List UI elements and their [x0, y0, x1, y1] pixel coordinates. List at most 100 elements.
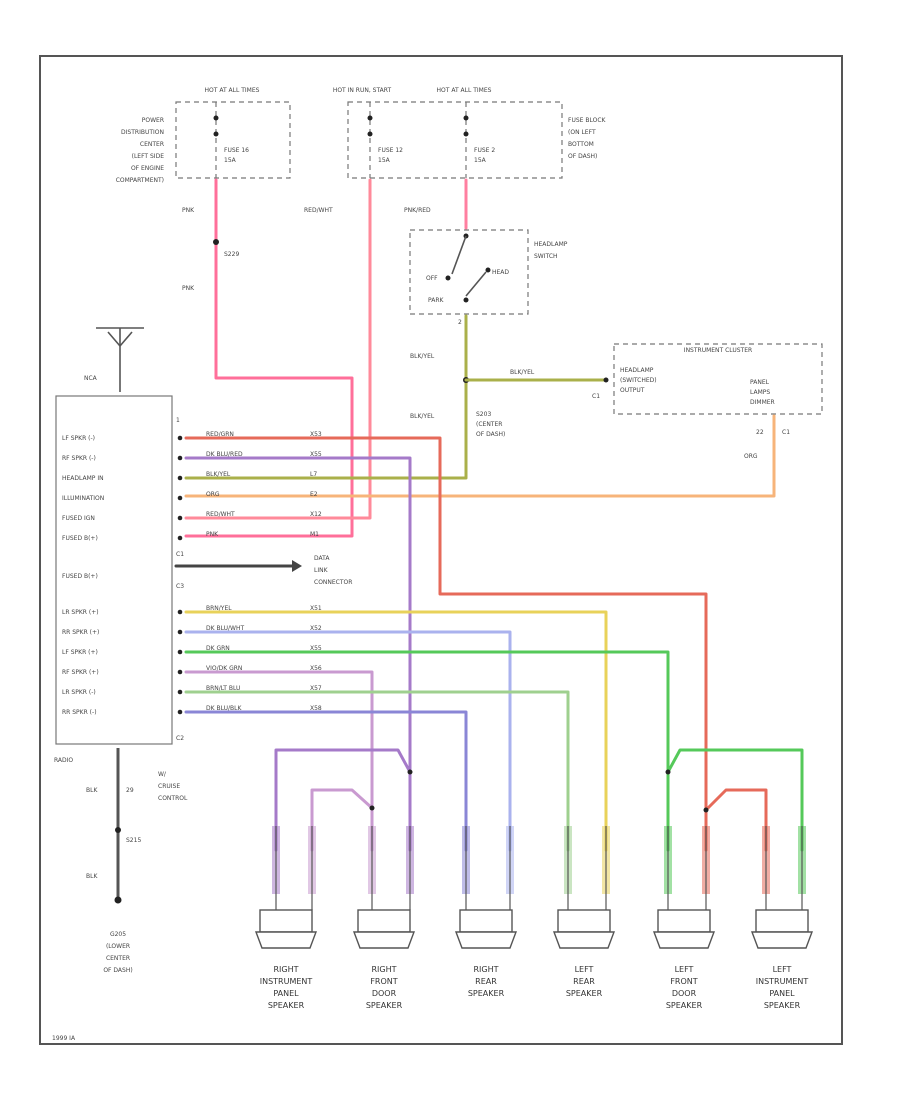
- fuse-2-amp: 15A: [474, 157, 487, 164]
- wire-brn-yel-lr-pos: [184, 610, 608, 852]
- fuse-16-label: FUSE 16: [224, 147, 249, 154]
- label-blk-1: BLK: [86, 787, 98, 794]
- speaker-body: [557, 909, 611, 933]
- wire-rip-branch: [274, 748, 412, 852]
- splice-lf-pos: [665, 769, 671, 775]
- radio-pin-label: FUSED IGN: [62, 515, 95, 522]
- svg-text:CONNECTOR: CONNECTOR: [314, 579, 352, 586]
- svg-text:CONTROL: CONTROL: [158, 795, 188, 802]
- svg-text:S203: S203: [476, 411, 491, 418]
- radio-pin-wire-color: DK GRN: [206, 645, 230, 652]
- radio-pin-circuit: X56: [310, 665, 322, 672]
- radio-pin-wire-color: RED/WHT: [206, 511, 235, 518]
- speaker-name-line: RIGHT: [371, 965, 396, 974]
- radio-pin-label: LF SPKR (-): [62, 435, 95, 442]
- svg-text:(CENTER: (CENTER: [476, 421, 502, 428]
- fuse-12-amp: 15A: [378, 157, 391, 164]
- radio-pin-label: LF SPKR (+): [62, 649, 98, 656]
- svg-text:FUSE BLOCK: FUSE BLOCK: [568, 117, 607, 124]
- radio-pin-1: 1: [176, 417, 180, 424]
- cluster-title: INSTRUMENT CLUSTER: [684, 347, 752, 354]
- speaker-name-line: SPEAKER: [468, 989, 505, 998]
- label-blk-yel-1: BLK/YEL: [410, 353, 435, 360]
- hot-all-times-label-1: HOT AT ALL TIMES: [205, 87, 260, 94]
- radio-pin-row: ILLUMINATION ORG E2: [62, 491, 318, 502]
- radio-pin-terminal: [177, 495, 183, 501]
- svg-text:(SWITCHED): (SWITCHED): [620, 377, 657, 384]
- speaker-cone: [552, 931, 616, 949]
- antenna: NCA: [84, 327, 144, 392]
- speaker-name-line: SPEAKER: [566, 989, 603, 998]
- radio-pin-label: LR SPKR (-): [62, 689, 96, 696]
- svg-text:BOTTOM: BOTTOM: [568, 141, 594, 148]
- radio-pin-row: LF SPKR (+) DK GRN X55: [62, 645, 322, 656]
- speaker-body: [657, 909, 711, 933]
- speaker-name-line: REAR: [573, 977, 595, 986]
- radio-pin-circuit: X53: [310, 431, 322, 438]
- speaker-name-line: REAR: [475, 977, 497, 986]
- ground-circuit: BLK 29 W/ CRUISE CONTROL S215 BLK G205 (…: [86, 748, 188, 974]
- radio-pin-circuit: X51: [310, 605, 322, 612]
- radio-pin-label: RF SPKR (+): [62, 669, 99, 676]
- splice-s229: [213, 239, 219, 245]
- label-org: ORG: [744, 453, 758, 460]
- splice-rf-neg: [407, 769, 413, 775]
- speaker-name-line: FRONT: [670, 977, 697, 986]
- svg-text:(ON LEFT: (ON LEFT: [568, 129, 596, 136]
- fuse-2-label: FUSE 2: [474, 147, 495, 154]
- hot-in-run-label: HOT IN RUN, START: [333, 87, 392, 94]
- radio-pin-circuit: X55: [310, 645, 322, 652]
- label-blk-2: BLK: [86, 873, 98, 880]
- radio-pin-circuit: M1: [310, 531, 319, 538]
- headlamp-switch: HEADLAMP SWITCH OFF HEAD PARK 2: [409, 229, 568, 326]
- speaker-body: [357, 909, 411, 933]
- wire-blk-yel-headlamp: [184, 314, 468, 480]
- fuse-block: HOT IN RUN, START HOT AT ALL TIMES FUSE …: [333, 87, 607, 179]
- wire-dk-blu-red-rf-neg: [184, 456, 412, 852]
- radio-pin-label: ILLUMINATION: [62, 495, 104, 502]
- radio-pin-terminal: [177, 669, 183, 675]
- label-s215: S215: [126, 837, 141, 844]
- radio-pin-terminal: [177, 535, 183, 541]
- speaker-name-line: SPEAKER: [666, 1001, 703, 1010]
- speaker-cone: [352, 931, 416, 949]
- svg-text:DISTRIBUTION: DISTRIBUTION: [121, 129, 164, 136]
- svg-text:CENTER: CENTER: [106, 955, 130, 962]
- svg-text:HEADLAMP: HEADLAMP: [620, 367, 654, 374]
- cluster-c1-a: C1: [592, 393, 600, 400]
- radio-pin-row: FUSED IGN RED/WHT X12: [62, 511, 322, 522]
- wire-red-grn-lf-neg: [184, 436, 708, 852]
- cluster-c1-b: C1: [782, 429, 790, 436]
- radio-pin-circuit: E2: [310, 491, 318, 498]
- splice-lf-neg: [703, 807, 709, 813]
- radio-pin-wire-color: ORG: [206, 491, 220, 498]
- switch-pin-2: 2: [458, 319, 462, 326]
- svg-text:COMPARTMENT): COMPARTMENT): [116, 177, 164, 184]
- svg-text:DATA: DATA: [314, 555, 330, 562]
- radio-pin-label: LR SPKR (+): [62, 609, 99, 616]
- switch-head-label: HEAD: [492, 269, 509, 276]
- svg-text:OF DASH): OF DASH): [476, 431, 505, 438]
- label-blk-yel-3: BLK/YEL: [410, 413, 435, 420]
- radio-pin-terminal: [177, 689, 183, 695]
- radio-pin-wire-color: BRN/LT BLU: [206, 685, 240, 692]
- wire-dk-grn-lf-pos: [184, 650, 670, 852]
- speaker-name-line: SPEAKER: [268, 1001, 305, 1010]
- speaker-name-line: INSTRUMENT: [260, 977, 313, 986]
- radio-pin-circuit: X12: [310, 511, 322, 518]
- speaker-name-line: SPEAKER: [366, 1001, 403, 1010]
- svg-text:LAMPS: LAMPS: [750, 389, 770, 396]
